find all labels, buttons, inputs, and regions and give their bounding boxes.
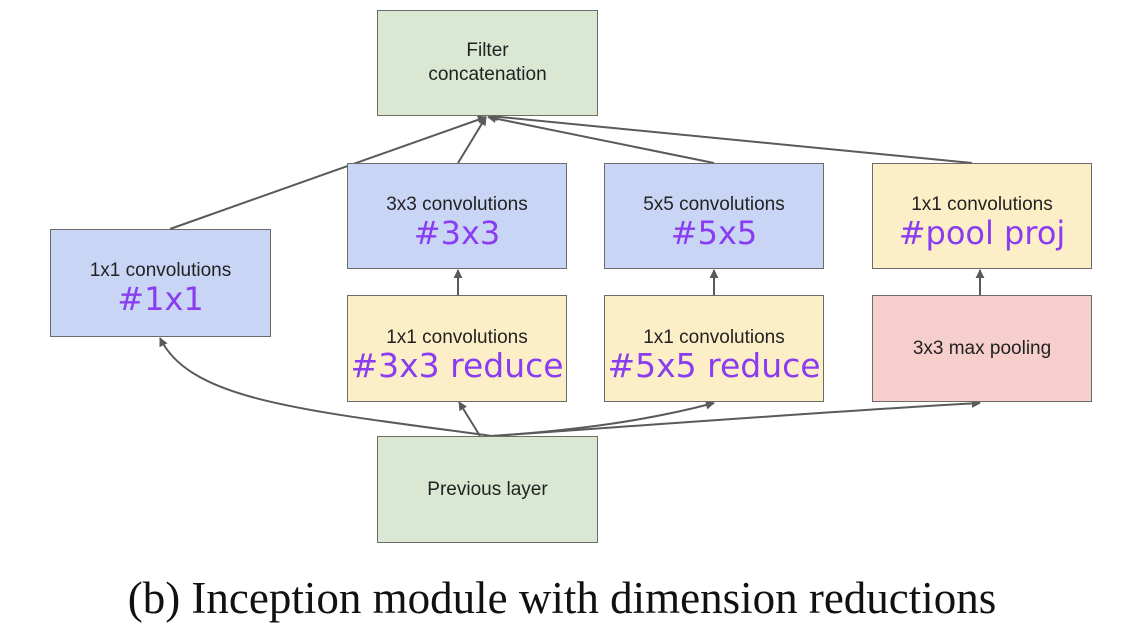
conv-1x1-node: 1x1 convolutions #1x1 xyxy=(50,229,271,337)
conv-pool-proj-annotation: #pool proj xyxy=(898,214,1066,252)
conv-3x3-annotation: #3x3 xyxy=(413,214,501,252)
reduce-5x5-node: 1x1 convolutions #5x5 reduce xyxy=(604,295,824,402)
conv-pool-proj-label: 1x1 convolutions xyxy=(911,194,1053,215)
conv-1x1-label: 1x1 convolutions xyxy=(89,260,232,281)
conv-1x1-annotation: #1x1 xyxy=(117,280,204,318)
conv-5x5-label: 5x5 convolutions xyxy=(643,194,785,215)
reduce-3x3-annotation: #3x3 reduce xyxy=(350,345,564,385)
previous-layer-label: Previous layer xyxy=(427,478,548,500)
conv-pool-proj-node: 1x1 convolutions #pool proj xyxy=(872,163,1092,269)
arrow-5x5-to-concat xyxy=(487,114,715,164)
arrow-poolproj-to-concat xyxy=(489,112,973,164)
arrow-3x3-to-concat xyxy=(457,116,487,164)
reduce-3x3-label: 1x1 convolutions xyxy=(386,326,528,348)
filter-concatenation-label-line1: Filter xyxy=(466,40,509,61)
filter-concatenation-node: Filter concatenation xyxy=(377,10,598,116)
arrow-prev-to-reduce3x3 xyxy=(458,401,481,437)
reduce-3x3-node: 1x1 convolutions #3x3 reduce xyxy=(347,295,567,402)
conv-5x5-node: 5x5 convolutions #5x5 xyxy=(604,163,824,269)
figure-caption: (b) Inception module with dimension redu… xyxy=(127,573,997,623)
conv-5x5-annotation: #5x5 xyxy=(670,214,758,252)
reduce-5x5-label: 1x1 convolutions xyxy=(643,326,785,348)
conv-3x3-label: 3x3 convolutions xyxy=(386,194,528,215)
conv-3x3-node: 3x3 convolutions #3x3 xyxy=(347,163,567,269)
reduce-5x5-annotation: #5x5 reduce xyxy=(607,345,821,385)
max-pooling-node: 3x3 max pooling xyxy=(872,295,1092,402)
arrow-1x1-to-concat xyxy=(169,115,487,230)
arrow-prev-to-reduce5x5 xyxy=(491,400,715,437)
arrow-prev-to-maxpool xyxy=(491,398,981,437)
arrow-prev-to-1x1 xyxy=(159,337,493,437)
previous-layer-node: Previous layer xyxy=(377,436,598,543)
filter-concatenation-label-line2: concatenation xyxy=(428,64,547,85)
max-pooling-label: 3x3 max pooling xyxy=(912,337,1052,359)
